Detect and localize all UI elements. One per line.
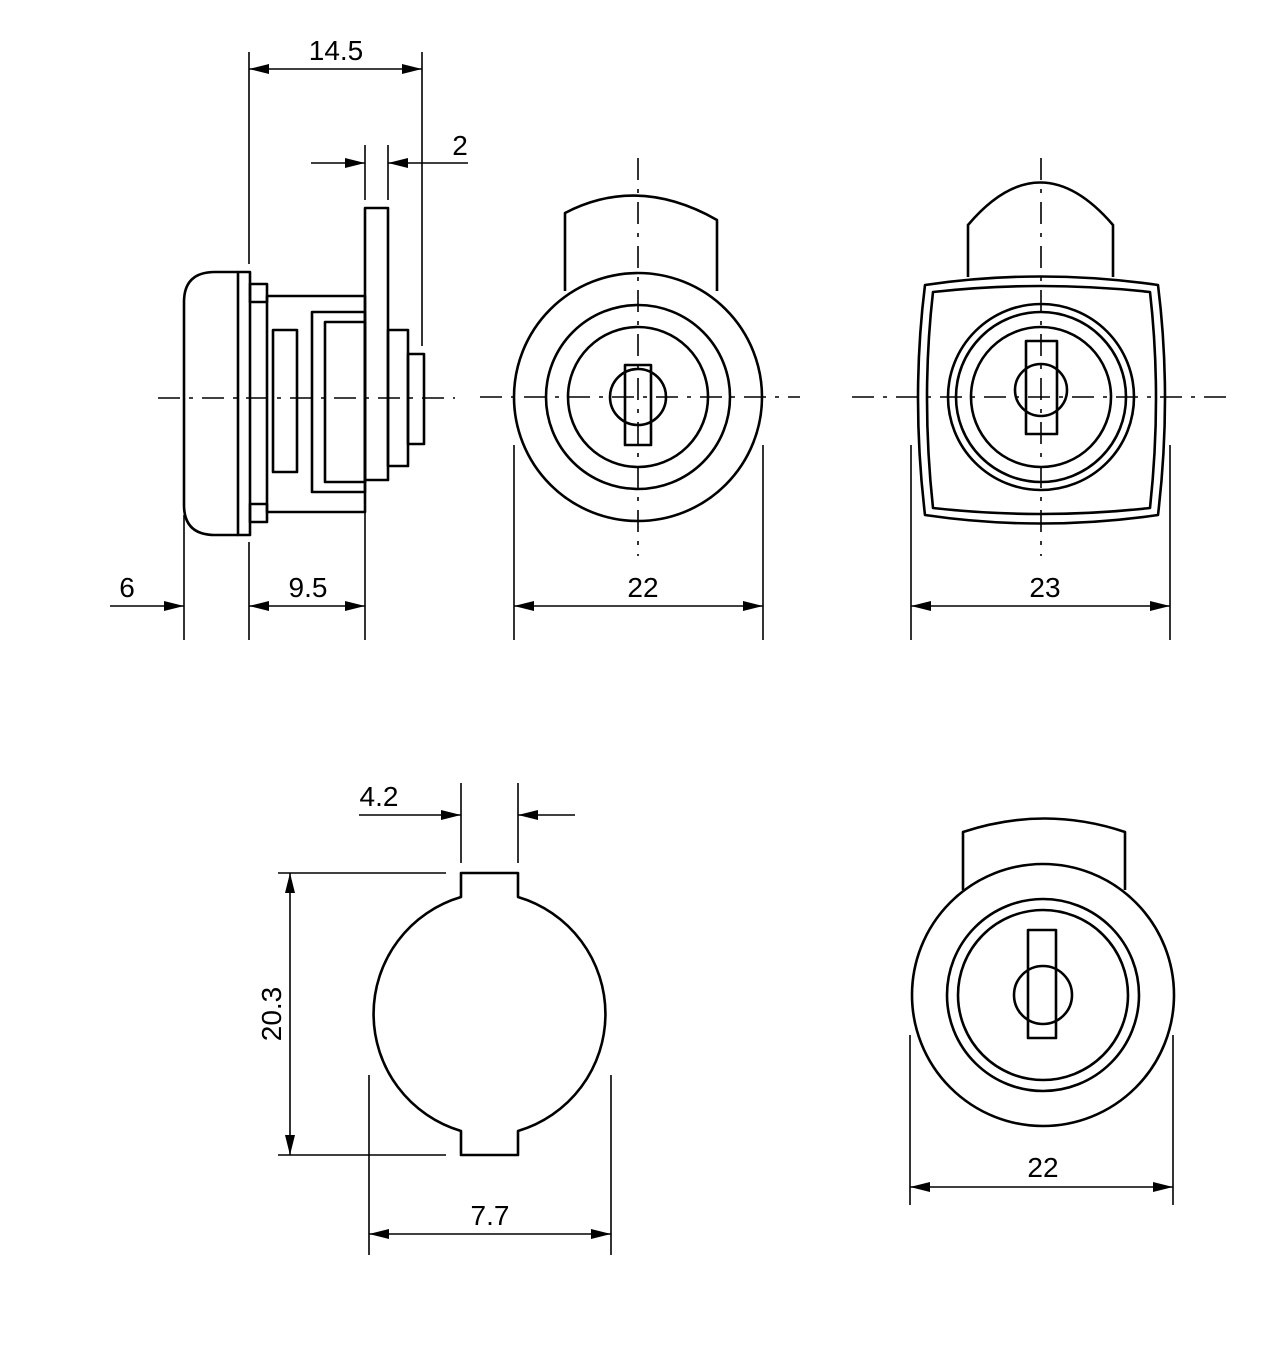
- dim-label-cutout-width: 7.7: [471, 1200, 510, 1231]
- round-face-view-2: 22: [909, 817, 1176, 1205]
- dim-label-cutout-height: 20.3: [256, 987, 287, 1042]
- dim-label-side-width: 14.5: [309, 35, 364, 66]
- round-front-view: 22: [480, 158, 800, 640]
- dim-label-body-length: 9.5: [289, 572, 328, 603]
- side-view: 14.5 2 6 9.5: [110, 35, 468, 640]
- panel-cutout-view: 4.2 20.3 7.7: [256, 781, 612, 1255]
- dim-label-round-diameter: 22: [627, 572, 658, 603]
- dim-label-flange: 2: [452, 130, 468, 161]
- dim-label-round-diameter-2: 22: [1027, 1152, 1058, 1183]
- dim-label-cap-depth: 6: [119, 572, 135, 603]
- dim-label-tab-width: 4.2: [360, 781, 399, 812]
- square-front-view: 23: [852, 158, 1232, 640]
- dim-label-square-width: 23: [1029, 572, 1060, 603]
